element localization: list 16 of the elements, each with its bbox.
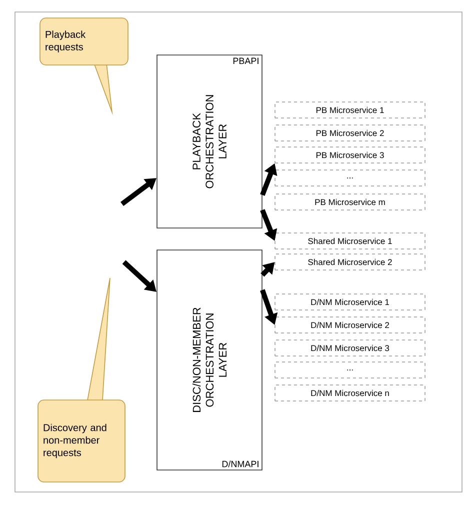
microservice-box: Shared Microservice 2: [274, 254, 426, 270]
microservice-box: PB Microservice m: [274, 194, 426, 210]
microservice-box: D/NM Microservice 1: [274, 294, 426, 310]
microservice-box: PB Microservice 1: [274, 102, 426, 118]
speech-bubble: Playback requests: [40, 18, 128, 116]
microservice-box: ...: [274, 170, 426, 186]
microservice-box: PB Microservice 3: [274, 146, 426, 164]
microservice-box: D/NM Microservice 2: [274, 316, 426, 334]
microservice-box: D/NM Microservice 3: [274, 340, 426, 356]
speech-bubble: Discovery and non-member requests: [38, 278, 126, 482]
orchestration-box: PBAPI PLAYBACK ORCHESTRATION LAYER: [156, 54, 262, 228]
microservice-box: PB Microservice 2: [274, 124, 426, 142]
orchestration-box: D/NMAPI DISC/NON-MEMBER ORCHESTRATION LAYER: [156, 250, 262, 470]
microservice-box: ...: [274, 362, 426, 378]
microservice-box: Shared Microservice 1: [274, 232, 426, 250]
microservice-box: D/NM Microservice n: [274, 384, 426, 402]
